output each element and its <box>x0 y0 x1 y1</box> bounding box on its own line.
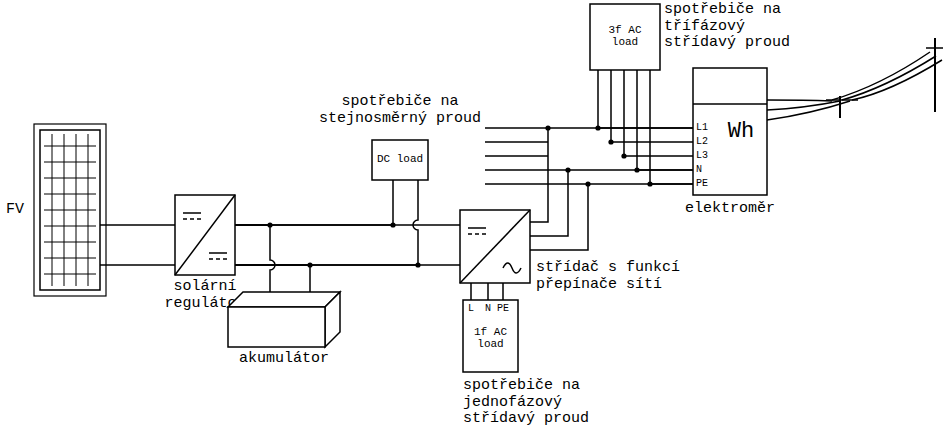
cell-line <box>44 258 96 259</box>
bus-line <box>485 155 548 157</box>
pin-label: PE <box>494 303 512 314</box>
terminal-label: N <box>696 164 712 175</box>
service-wire <box>767 101 850 120</box>
bus-line <box>485 183 588 185</box>
overhead-wire <box>842 56 936 100</box>
load-box <box>372 140 428 180</box>
bus-line <box>485 169 568 171</box>
utility-pole <box>839 96 841 118</box>
bus-line <box>485 127 548 129</box>
panel-label: FV <box>6 202 32 219</box>
junction-dot <box>565 167 570 172</box>
junction-dot <box>585 181 590 186</box>
load-box <box>693 68 767 195</box>
wire <box>235 180 418 265</box>
solar-regulator: solární regulátor <box>175 195 235 275</box>
grid-bus-stubs <box>485 128 588 184</box>
dc-load-box: spotřebiče na stejnosměrný proudDC load <box>372 140 428 180</box>
component-label: spotřebiče na jednofázový střídavý proud <box>463 378 598 428</box>
wire <box>530 128 693 250</box>
wire-connector <box>100 225 175 265</box>
cell-line <box>44 226 96 227</box>
meter-symbol: Wh <box>717 120 765 144</box>
component-label: akumulátor <box>228 351 340 368</box>
terminal-label: L2 <box>696 136 712 147</box>
dc-symbol <box>468 233 486 235</box>
utility-pole <box>934 38 936 112</box>
cell-line <box>44 162 96 163</box>
load-box <box>590 4 660 70</box>
pv-panel: FV <box>40 130 100 290</box>
wire <box>598 70 693 184</box>
dc-symbol <box>209 258 227 260</box>
wire-connector <box>595 70 693 187</box>
junction-dot <box>608 139 613 144</box>
wire <box>235 225 460 265</box>
converter-diagonal <box>460 210 530 283</box>
box-text: 3f AC load <box>594 24 656 48</box>
wire-connector <box>235 222 313 299</box>
dc-symbol <box>183 218 201 220</box>
meter-divider <box>693 103 767 105</box>
pin-label: L <box>465 303 477 314</box>
wire-connector <box>235 225 460 265</box>
component-label: spotřebiče na třífázový střídavý proud <box>664 2 799 52</box>
component-label: spotřebiče na stejnosměrný proud <box>315 94 485 127</box>
ac-symbol <box>503 263 521 273</box>
converter-diagonal <box>175 195 235 275</box>
cell-line <box>44 210 96 211</box>
ac1-load-box: LNPE1f AC loadspotřebiče na jednofázový … <box>463 300 518 372</box>
service-wire <box>767 100 832 101</box>
load-box <box>463 300 518 372</box>
converter-box <box>175 195 235 275</box>
overhead-wire <box>852 60 942 100</box>
junction-dot <box>545 125 550 130</box>
junction-dot <box>595 125 600 130</box>
dc-symbol <box>183 212 201 214</box>
junction-dot <box>621 153 626 158</box>
cell-line <box>44 146 96 147</box>
inverter-outline <box>460 210 530 283</box>
battery-front <box>228 307 325 347</box>
battery-outline <box>228 292 340 347</box>
terminal-label: PE <box>696 178 712 189</box>
box-text: 1f AC load <box>466 326 515 350</box>
cell-line <box>44 194 96 195</box>
box-text: DC load <box>372 153 428 165</box>
bus-line <box>485 141 548 143</box>
dc-symbol <box>468 227 486 229</box>
terminal-label: L3 <box>696 150 712 161</box>
wire-connector <box>530 125 693 250</box>
terminal-label: L1 <box>696 122 712 133</box>
battery-top <box>228 292 340 307</box>
converter-box <box>460 210 530 283</box>
wire-connector <box>471 283 503 300</box>
pv-panel <box>40 130 100 290</box>
energy-meter: L1L2L3NPEWhelektroměr <box>693 68 767 195</box>
wire-connector <box>235 180 421 268</box>
dc-symbol <box>209 252 227 254</box>
solar-regulator-outline <box>175 195 235 275</box>
inverter: střídač s funkcí přepínače sítí <box>460 210 530 283</box>
wire <box>471 283 503 300</box>
ac3-load-box: 3f AC loadspotřebiče na třífázový střída… <box>590 4 660 70</box>
cell-line <box>44 274 96 275</box>
pin-label: N <box>482 303 494 314</box>
power-line <box>767 38 943 120</box>
cell-line <box>44 178 96 179</box>
junction-dot <box>634 167 639 172</box>
battery: akumulátor <box>228 292 340 347</box>
component-label: střídač s funkcí přepínače sítí <box>536 260 686 293</box>
wire <box>100 225 175 265</box>
wire <box>235 225 310 299</box>
service-wire <box>767 101 840 110</box>
pv-panel-outline <box>40 130 100 290</box>
panel-frame <box>34 124 106 296</box>
component-label: elektroměr <box>683 201 777 218</box>
cell-line <box>44 242 96 243</box>
junction-dot <box>647 181 652 186</box>
battery-side <box>325 292 340 347</box>
